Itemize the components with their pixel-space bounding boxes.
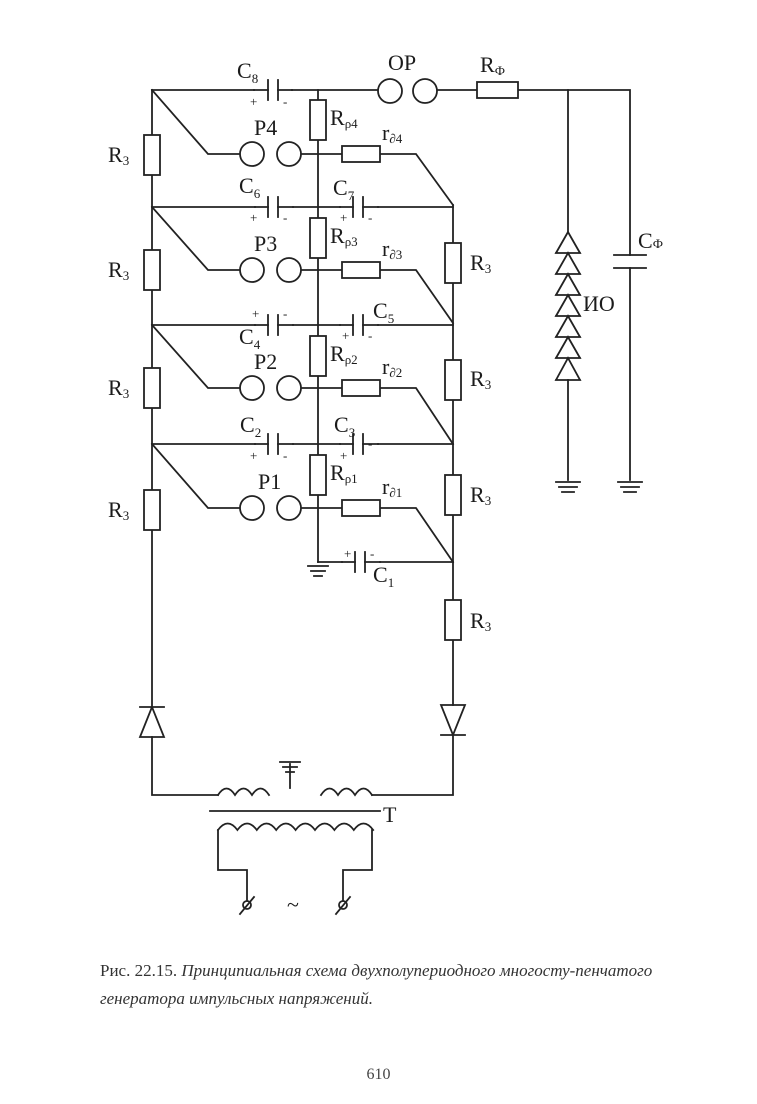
rectifier-diodes — [140, 705, 465, 737]
spark-gap-p2-a — [240, 376, 264, 400]
capacitor-c2 — [268, 434, 278, 454]
spark-gaps — [240, 79, 437, 520]
resistor-rd1 — [342, 500, 380, 516]
svg-text:-: - — [368, 328, 372, 343]
spark-gap-op-a — [378, 79, 402, 103]
label-r3: R3 — [470, 250, 491, 276]
spark-gap-p4-b — [277, 142, 301, 166]
label-rd4: r∂4 — [382, 120, 403, 146]
label-r3: R3 — [108, 375, 129, 401]
label-io: ИО — [583, 291, 615, 316]
svg-text:-: - — [368, 210, 372, 225]
label-r3: R3 — [108, 142, 129, 168]
svg-text:+: + — [344, 546, 351, 561]
spark-gap-p2-b — [277, 376, 301, 400]
label-transformer-t: T — [383, 802, 397, 827]
label-p3: P3 — [254, 231, 277, 256]
resistor-rd3 — [342, 262, 380, 278]
label-c4: C4 — [239, 324, 261, 352]
spark-gap-p3-a — [240, 258, 264, 282]
diode-right-icon — [441, 705, 465, 735]
label-rp2: Rρ2 — [330, 341, 358, 367]
capacitor-c7 — [353, 197, 363, 217]
capacitor-c5 — [353, 315, 363, 335]
capacitor-c6 — [268, 197, 278, 217]
resistor-r3-right-1 — [445, 475, 461, 515]
label-rp3: Rρ3 — [330, 223, 358, 249]
resistor-rf — [477, 82, 518, 98]
svg-text:+: + — [252, 306, 259, 321]
spark-gap-p4-a — [240, 142, 264, 166]
svg-text:+: + — [250, 94, 257, 109]
resistor-r3-left-4 — [144, 135, 160, 175]
page-number: 610 — [0, 1066, 757, 1084]
resistor-rd4 — [342, 146, 380, 162]
resistor-r3-left-3 — [144, 250, 160, 290]
label-op: OP — [388, 50, 416, 75]
transformer-secondary-left — [218, 789, 269, 796]
label-r3: R3 — [470, 482, 491, 508]
resistor-r3-left-1 — [144, 490, 160, 530]
svg-text:-: - — [283, 210, 287, 225]
component-labels: C8 C6 C7 C4 C5 C2 C3 C1 CФ OP P4 P3 P2 P… — [108, 50, 663, 917]
label-rp1: Rρ1 — [330, 460, 358, 486]
label-c1: C1 — [373, 562, 394, 590]
ac-source-icon: ~ — [287, 892, 299, 917]
label-c2: C2 — [240, 412, 261, 440]
svg-text:-: - — [283, 94, 287, 109]
label-r3: R3 — [470, 608, 491, 634]
voltage-divider-io — [556, 232, 580, 380]
capacitor-c4 — [268, 315, 278, 335]
capacitor-c8 — [268, 80, 278, 100]
capacitor-c1 — [355, 552, 365, 572]
spark-gap-p3-b — [277, 258, 301, 282]
diode-left-icon — [140, 707, 164, 737]
label-c3: C3 — [334, 412, 355, 440]
label-c7: C7 — [333, 175, 355, 203]
label-p2: P2 — [254, 349, 277, 374]
label-r3: R3 — [108, 497, 129, 523]
resistor-r3-right-0 — [445, 600, 461, 640]
label-rd3: r∂3 — [382, 236, 402, 262]
spark-gap-p1-b — [277, 496, 301, 520]
resistor-r3-right-2 — [445, 360, 461, 400]
label-rf: RФ — [480, 52, 505, 78]
svg-text:+: + — [250, 448, 257, 463]
resistor-rp4 — [310, 100, 326, 140]
capacitor-cf — [614, 255, 646, 268]
resistor-rp3 — [310, 218, 326, 258]
label-r3: R3 — [470, 366, 491, 392]
svg-text:-: - — [370, 546, 374, 561]
label-c5: C5 — [373, 298, 394, 326]
resistor-r3-right-3 — [445, 243, 461, 283]
label-p1: P1 — [258, 469, 281, 494]
spark-gap-op-b — [413, 79, 437, 103]
label-rp4: Rρ4 — [330, 105, 358, 131]
resistor-rd2 — [342, 380, 380, 396]
figure-caption: Рис. 22.15. Принципиальная схема двухпол… — [100, 957, 730, 1013]
resistor-rp1 — [310, 455, 326, 495]
svg-text:-: - — [283, 448, 287, 463]
svg-text:-: - — [283, 306, 287, 321]
resistor-r3-left-2 — [144, 368, 160, 408]
transformer-primary — [218, 824, 373, 831]
transformer-secondary-right — [321, 789, 372, 796]
svg-text:-: - — [368, 436, 372, 451]
label-r3: R3 — [108, 257, 129, 283]
figure-number: Рис. 22.15. — [100, 961, 177, 980]
spark-gap-p1-a — [240, 496, 264, 520]
label-c8: C8 — [237, 58, 258, 86]
figure-caption-text: Принципиальная схема двухполупериодного … — [100, 961, 652, 1008]
svg-text:+: + — [250, 210, 257, 225]
resistor-rp2 — [310, 336, 326, 376]
label-cf: CФ — [638, 228, 663, 253]
label-p4: P4 — [254, 115, 277, 140]
label-c6: C6 — [239, 173, 261, 201]
label-rd2: r∂2 — [382, 354, 402, 380]
label-rd1: r∂1 — [382, 474, 402, 500]
circuit-diagram: + - + - + - + - + - + - + - + - C8 C6 C7… — [0, 0, 757, 940]
